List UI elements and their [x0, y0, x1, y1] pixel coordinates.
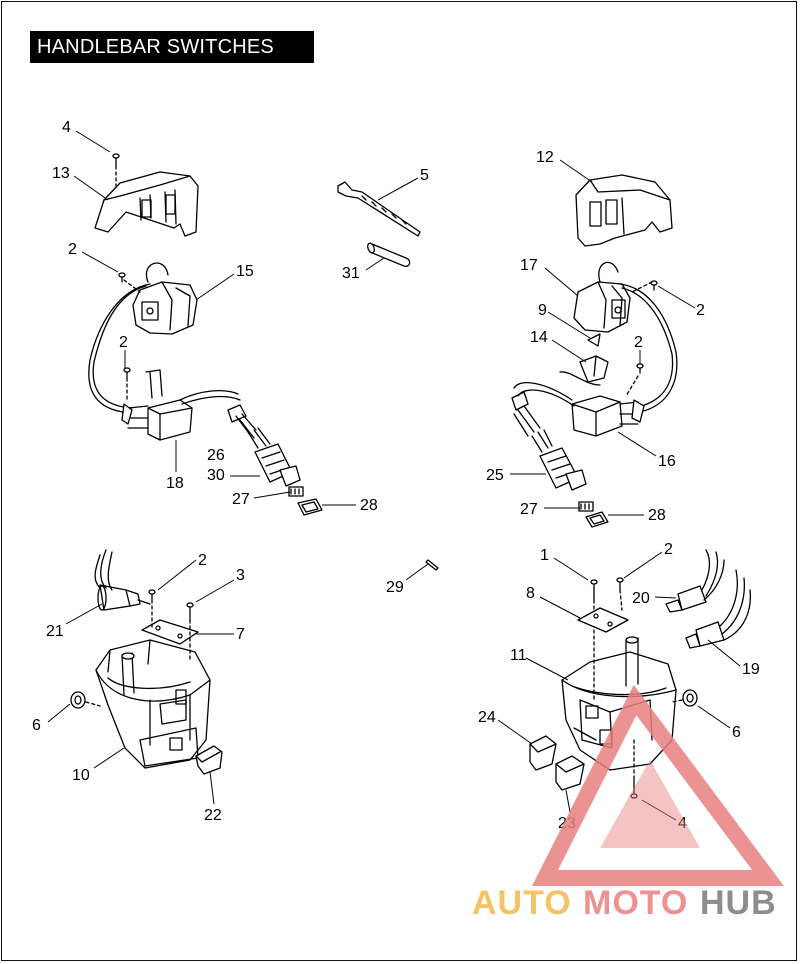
label-15: 15 [236, 263, 254, 280]
watermark-text-auto: AUTO [472, 884, 572, 922]
label-22: 22 [204, 807, 222, 824]
page-title: HANDLEBAR SWITCHES [30, 31, 314, 63]
label-26: 26 [207, 447, 225, 464]
left-lower-housing [95, 639, 211, 769]
label-14: 14 [530, 329, 548, 346]
right-lower-switch-housing [511, 382, 645, 437]
right-switch-button-lower [555, 755, 585, 791]
watermark-text-hub: HUB [700, 884, 777, 922]
label-27: 27 [520, 501, 538, 518]
left-housing-screw [118, 272, 141, 293]
right-lower-switch [685, 569, 752, 649]
label-18: 18 [166, 475, 184, 492]
small-insert [587, 333, 601, 347]
label-16: 16 [658, 453, 676, 470]
protective-tube [367, 242, 411, 267]
right-upper-switch-housing [573, 261, 678, 413]
leader-lines [47, 130, 741, 821]
left-plate-screws [148, 589, 194, 661]
left-grommet [70, 691, 101, 709]
roll-pin [425, 559, 439, 571]
label-5: 5 [420, 167, 429, 184]
label-13: 13 [52, 165, 70, 182]
label-20: 20 [632, 590, 650, 607]
label-17: 17 [520, 257, 538, 274]
right-lower-housing [561, 636, 677, 771]
watermark-text-moto: MOTO [583, 884, 688, 922]
label-25: 25 [486, 467, 504, 484]
cable-strap [337, 181, 421, 237]
label-2: 2 [664, 541, 673, 558]
label-6: 6 [32, 717, 41, 734]
label-31: 31 [342, 265, 360, 282]
label-2: 2 [634, 334, 643, 351]
left-mounting-plate [141, 619, 199, 645]
label-4: 4 [62, 119, 71, 136]
left-switch-button [195, 745, 223, 775]
right-connector [531, 429, 594, 512]
right-mounting-plate [577, 607, 629, 633]
left-seal [297, 498, 323, 516]
left-upper-switch-housing [132, 281, 198, 335]
label-6: 6 [732, 724, 741, 741]
label-24: 24 [478, 709, 496, 726]
label-28: 28 [360, 497, 378, 514]
left-lower-switch-housing [121, 369, 257, 441]
right-upper-switch [665, 549, 725, 613]
right-plate-screws [590, 577, 624, 701]
label-30: 30 [207, 467, 225, 484]
label-3: 3 [236, 567, 245, 584]
right-grommet [671, 689, 698, 707]
label-2: 2 [696, 302, 705, 319]
right-lower-screw [625, 363, 644, 397]
label-11: 11 [510, 647, 527, 664]
right-switch-button-upper [529, 735, 557, 771]
right-switch-cover [575, 174, 673, 247]
label-9: 9 [538, 302, 547, 319]
label-1: 1 [540, 547, 549, 564]
label-2: 2 [119, 334, 128, 351]
label-4: 4 [678, 815, 687, 832]
left-lower-screw [123, 367, 131, 403]
label-12: 12 [536, 149, 554, 166]
label-27: 27 [232, 491, 250, 508]
right-housing-screw [631, 280, 658, 293]
label-8: 8 [526, 585, 535, 602]
label-28: 28 [648, 507, 666, 524]
label-2: 2 [68, 241, 77, 258]
label-29: 29 [386, 579, 404, 596]
watermark-logo: AUTO MOTO HUB [472, 684, 784, 922]
label-2: 2 [198, 552, 207, 569]
left-connector [247, 427, 304, 497]
right-housing-screw-bottom [630, 739, 638, 799]
left-lower-switch [94, 549, 151, 611]
label-21: 21 [46, 623, 64, 640]
label-10: 10 [72, 767, 90, 784]
right-seal [585, 511, 609, 528]
small-switch [559, 355, 609, 386]
left-wire-loop [88, 262, 169, 414]
left-cover-screw [112, 153, 120, 187]
left-switch-cover [94, 171, 199, 237]
label-19: 19 [742, 661, 760, 678]
label-7: 7 [236, 626, 245, 643]
